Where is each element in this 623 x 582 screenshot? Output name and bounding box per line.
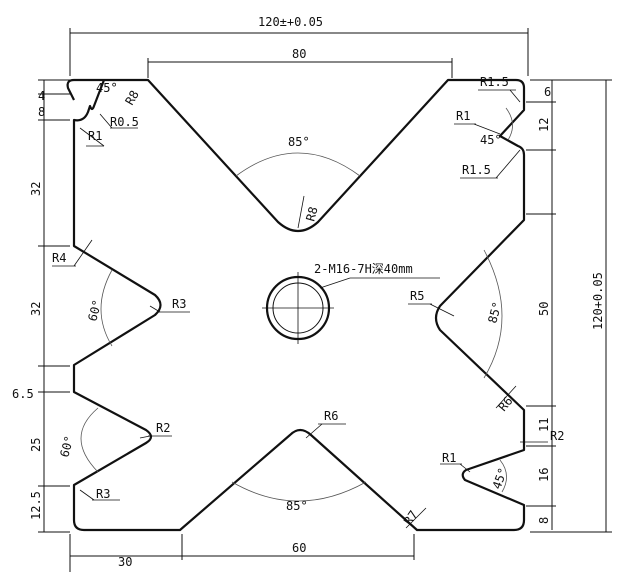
arc-left-upper xyxy=(100,269,113,347)
radius-r5: R5 xyxy=(410,289,424,303)
leader-r0-5 xyxy=(99,113,113,129)
radius-r8-top-v: R8 xyxy=(303,205,320,223)
dim-top-width: 120±+0.05 xyxy=(258,15,323,29)
dim-right-6: 6 xyxy=(544,85,551,99)
hole-leader xyxy=(319,277,351,289)
angle-top-left-notch: 45° xyxy=(96,81,118,95)
dim-right-8: 8 xyxy=(537,517,551,524)
leader-r6-right xyxy=(495,385,517,409)
dim-left-12-5: 12.5 xyxy=(29,491,43,520)
radius-r1-left: R1 xyxy=(88,129,102,143)
angle-top-v: 85° xyxy=(288,135,310,149)
radius-r8-top-left: R8 xyxy=(122,88,141,108)
hole-note: 2-M16-7H深40mm xyxy=(314,262,413,276)
dim-left-4: 4 xyxy=(38,89,45,103)
leader-r2-left xyxy=(139,435,151,439)
radius-r1-right-upper: R1 xyxy=(456,109,470,123)
leader-r1-right-upper xyxy=(473,123,501,135)
leader-r3-lower xyxy=(79,489,95,501)
angle-left-lower: 60° xyxy=(57,434,76,459)
angle-left-upper: 60° xyxy=(85,298,104,323)
top-left-notch xyxy=(66,78,75,101)
leader-r7 xyxy=(405,507,427,529)
angle-bottom-v: 85° xyxy=(286,499,308,513)
radius-r4: R4 xyxy=(52,251,66,265)
dim-top-inner: 80 xyxy=(292,47,306,61)
arc-right-v xyxy=(483,249,503,379)
dim-right-50: 50 xyxy=(537,302,551,316)
dim-bottom-mid: 60 xyxy=(292,541,306,555)
dim-left-32b: 32 xyxy=(29,302,43,316)
radius-r0-5: R0.5 xyxy=(110,115,139,129)
leader-r4 xyxy=(73,239,93,267)
arc-right-top-notch xyxy=(505,107,513,141)
leader-r1-left xyxy=(79,127,105,147)
radius-r1-right-lower: R1 xyxy=(442,451,456,465)
dim-bottom-left: 30 xyxy=(118,555,132,569)
arc-right-notch xyxy=(499,459,507,493)
angle-right-notch-lower: 45° xyxy=(490,466,511,491)
leader-r6-bottom xyxy=(305,423,323,439)
leader-r5 xyxy=(429,303,455,317)
dim-right-16: 16 xyxy=(537,468,551,482)
leader-r1-5-top xyxy=(509,89,521,103)
dim-left-8: 8 xyxy=(38,105,45,119)
arc-bottom-v xyxy=(231,481,367,502)
angle-right-v: 85° xyxy=(485,300,504,325)
dim-left-32a: 32 xyxy=(29,182,43,196)
dim-left-6-5: 6.5 xyxy=(12,387,34,401)
radius-r7: R7 xyxy=(401,508,421,528)
radius-r6-bottom: R6 xyxy=(324,409,338,423)
radius-r1-5-mid: R1.5 xyxy=(462,163,491,177)
leader-r8-top-v xyxy=(297,195,305,229)
dim-right-12: 12 xyxy=(537,118,551,132)
dim-right-11: 11 xyxy=(537,418,551,432)
radius-r6-right: R6 xyxy=(496,394,516,414)
radius-r2-left: R2 xyxy=(156,421,170,435)
radius-r1-5-top: R1.5 xyxy=(480,75,509,89)
dim-left-25: 25 xyxy=(29,438,43,452)
leader-r1-right-lower xyxy=(459,463,471,473)
part-outline xyxy=(72,78,526,532)
arc-left-lower xyxy=(80,407,99,473)
leader-r3-upper xyxy=(149,305,161,313)
angle-right-notch-upper: 45° xyxy=(480,133,502,147)
leader-r1-5-mid xyxy=(495,149,521,179)
dim-right-height: 120+0.05 xyxy=(591,272,605,330)
radius-r3-lower: R3 xyxy=(96,487,110,501)
radius-r2-right: R2 xyxy=(550,429,564,443)
arc-top-v xyxy=(235,152,361,177)
radius-r3-upper: R3 xyxy=(172,297,186,311)
